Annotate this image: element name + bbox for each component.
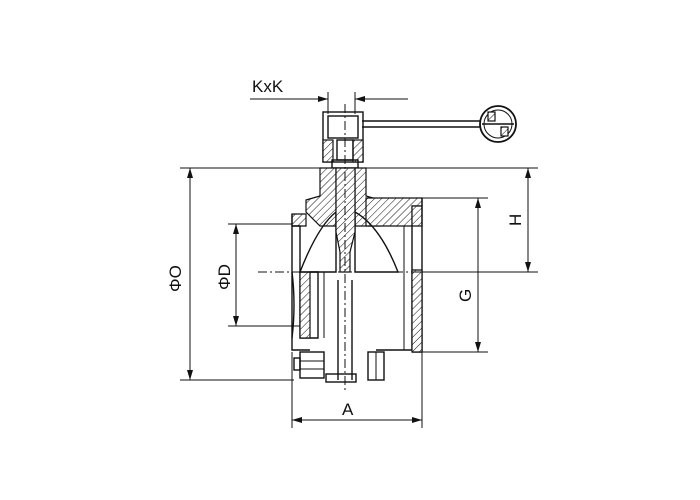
label-g: G — [456, 289, 475, 302]
valve-body — [291, 197, 423, 353]
dimension-phi-o — [180, 167, 323, 381]
label-phi-d: ΦD — [215, 264, 234, 290]
dimension-kxk — [250, 92, 408, 114]
valve-handle — [362, 105, 517, 143]
label-phi-o: ΦO — [166, 265, 185, 292]
dimension-h — [362, 167, 538, 273]
label-h: H — [506, 214, 525, 226]
dimension-g — [422, 197, 488, 353]
dimension-phi-d — [228, 223, 300, 327]
stem-hub — [322, 111, 364, 169]
dimension-a — [291, 352, 423, 428]
label-a: A — [342, 400, 354, 419]
label-kxk: KxK — [252, 77, 284, 96]
lower-stem — [293, 280, 385, 383]
